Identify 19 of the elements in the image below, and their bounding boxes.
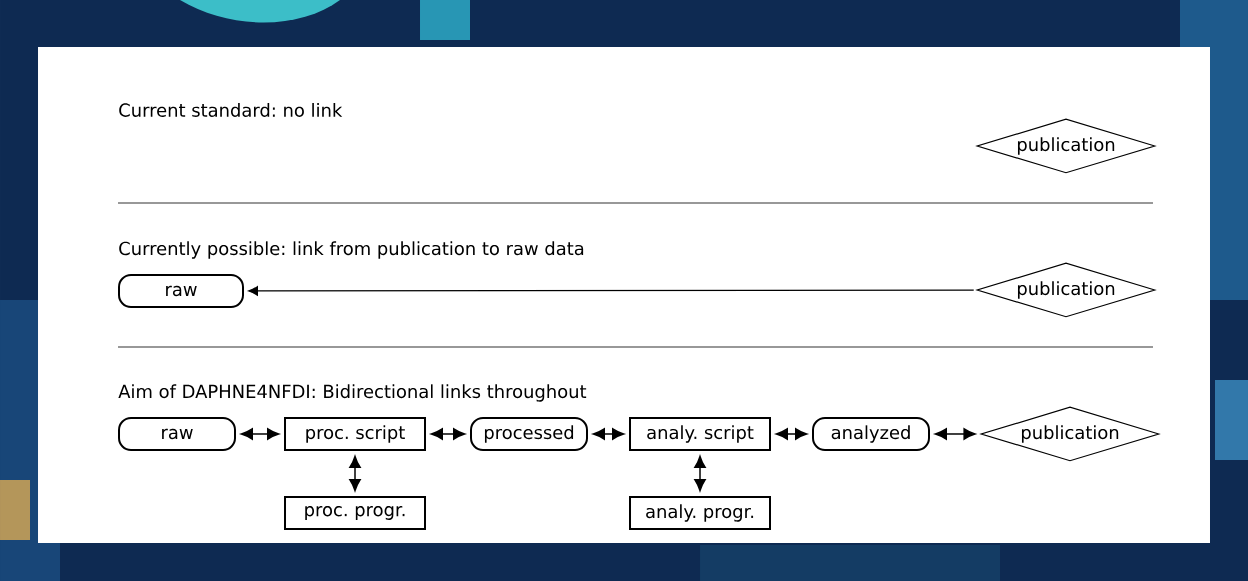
process-box: analy. progr. bbox=[629, 496, 771, 530]
arrow bbox=[592, 428, 625, 440]
arrow bbox=[349, 455, 361, 492]
arrow bbox=[240, 428, 280, 440]
section-heading: Current standard: no link bbox=[119, 103, 343, 117]
data-box: raw bbox=[118, 417, 236, 451]
data-box: raw bbox=[118, 274, 244, 308]
process-box: analy. script bbox=[629, 417, 771, 451]
arrow bbox=[694, 455, 706, 492]
section-heading: Currently possible: link from publication to raw data bbox=[119, 241, 584, 259]
arrow bbox=[934, 428, 976, 440]
arrow bbox=[775, 428, 808, 440]
process-box: proc. progr. bbox=[284, 496, 426, 530]
arrow bbox=[430, 428, 466, 440]
process-box: proc. script bbox=[284, 417, 426, 451]
arrow bbox=[248, 286, 975, 296]
section-heading: Aim of DAPHNE4NFDI: Bidirectional links throughout bbox=[118, 384, 587, 402]
data-box: analyzed bbox=[812, 417, 930, 451]
data-box: processed bbox=[470, 417, 588, 451]
